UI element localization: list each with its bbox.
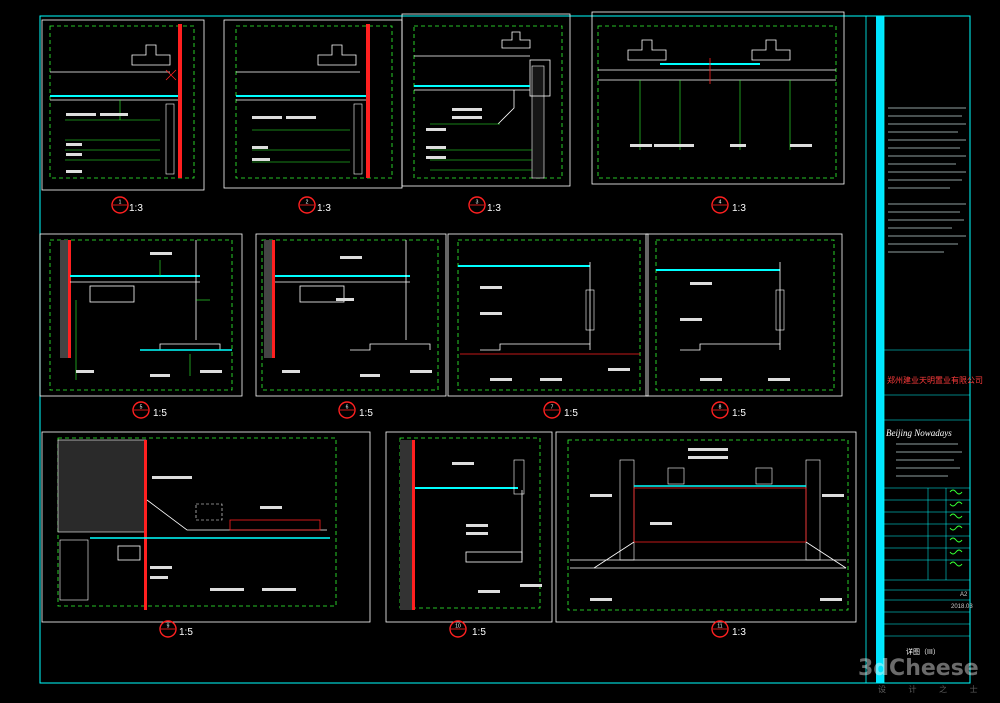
detail-panel-1 [41,19,205,191]
detail-panel-10 [385,431,553,623]
detail-callout-number: 7 [551,405,554,411]
detail-scale-3: 1:3 [487,203,501,214]
detail-callout-6: 6 [338,401,356,419]
detail-scale-7: 1:5 [564,408,578,419]
red-wall-section [178,24,182,178]
detail-scale-9: 1:5 [179,627,193,638]
detail-callout-4: 4 [711,196,729,214]
watermark-logo: 3dCheese [858,656,979,681]
detail-panel-8 [645,233,843,397]
detail-callout-number: 10 [455,624,461,630]
detail-callout-1: 1 [111,196,129,214]
detail-scale-1: 1:3 [129,203,143,214]
detail-panel-7 [447,233,649,397]
watermark-subtitle: 设 计 之 士 [878,685,988,694]
title-block-date: 2018.03 [951,604,973,610]
title-block-box [883,15,971,684]
detail-callout-number: 6 [346,405,349,411]
detail-callout-5: 5 [132,401,150,419]
detail-callout-11: 11 [711,620,729,638]
detail-callout-number: 9 [167,624,170,630]
detail-callout-9: 9 [159,620,177,638]
detail-panel-4 [591,11,845,185]
detail-panel-5 [39,233,243,397]
title-block-brand: Beijing Nowadays [886,428,952,438]
detail-callout-number: 1 [119,200,122,206]
detail-callout-3: 3 [468,196,486,214]
detail-callout-8: 8 [711,401,729,419]
detail-scale-5: 1:5 [153,408,167,419]
detail-callout-number: 11 [717,624,722,630]
title-block-drawing-title: 详图（III） [906,649,940,656]
title-block [876,15,971,684]
detail-panel-9 [41,431,371,623]
detail-scale-2: 1:3 [317,203,331,214]
detail-callout-7: 7 [543,401,561,419]
detail-scale-10: 1:5 [472,627,486,638]
tb-note-lines [888,107,966,477]
tb-signatures [949,489,963,567]
detail-callouts: 1 2 3 4 5 6 7 8 9 10 11 [111,196,729,638]
detail-callout-number: 3 [476,200,479,206]
detail-callout-10: 10 [449,620,467,638]
detail-panel-2 [223,19,403,189]
detail-scale-11: 1:3 [732,627,746,638]
detail-panel-3 [401,13,571,187]
detail-callout-number: 2 [306,200,309,206]
detail-callout-2: 2 [298,196,316,214]
title-block-scale: A2 [960,592,968,598]
detail-callout-number: 5 [140,405,143,411]
detail-scale-8: 1:5 [732,408,746,419]
detail-callout-number: 8 [719,405,722,411]
tb-grid [884,488,970,625]
detail-panel-6 [255,233,447,397]
title-block-company: 郑州建业天明置业有限公司 [887,376,983,385]
detail-scale-6: 1:5 [359,408,373,419]
title-block-bar [876,16,884,683]
detail-callout-number: 4 [719,200,722,206]
detail-scale-4: 1:3 [732,203,746,214]
detail-panel-11 [555,431,857,623]
